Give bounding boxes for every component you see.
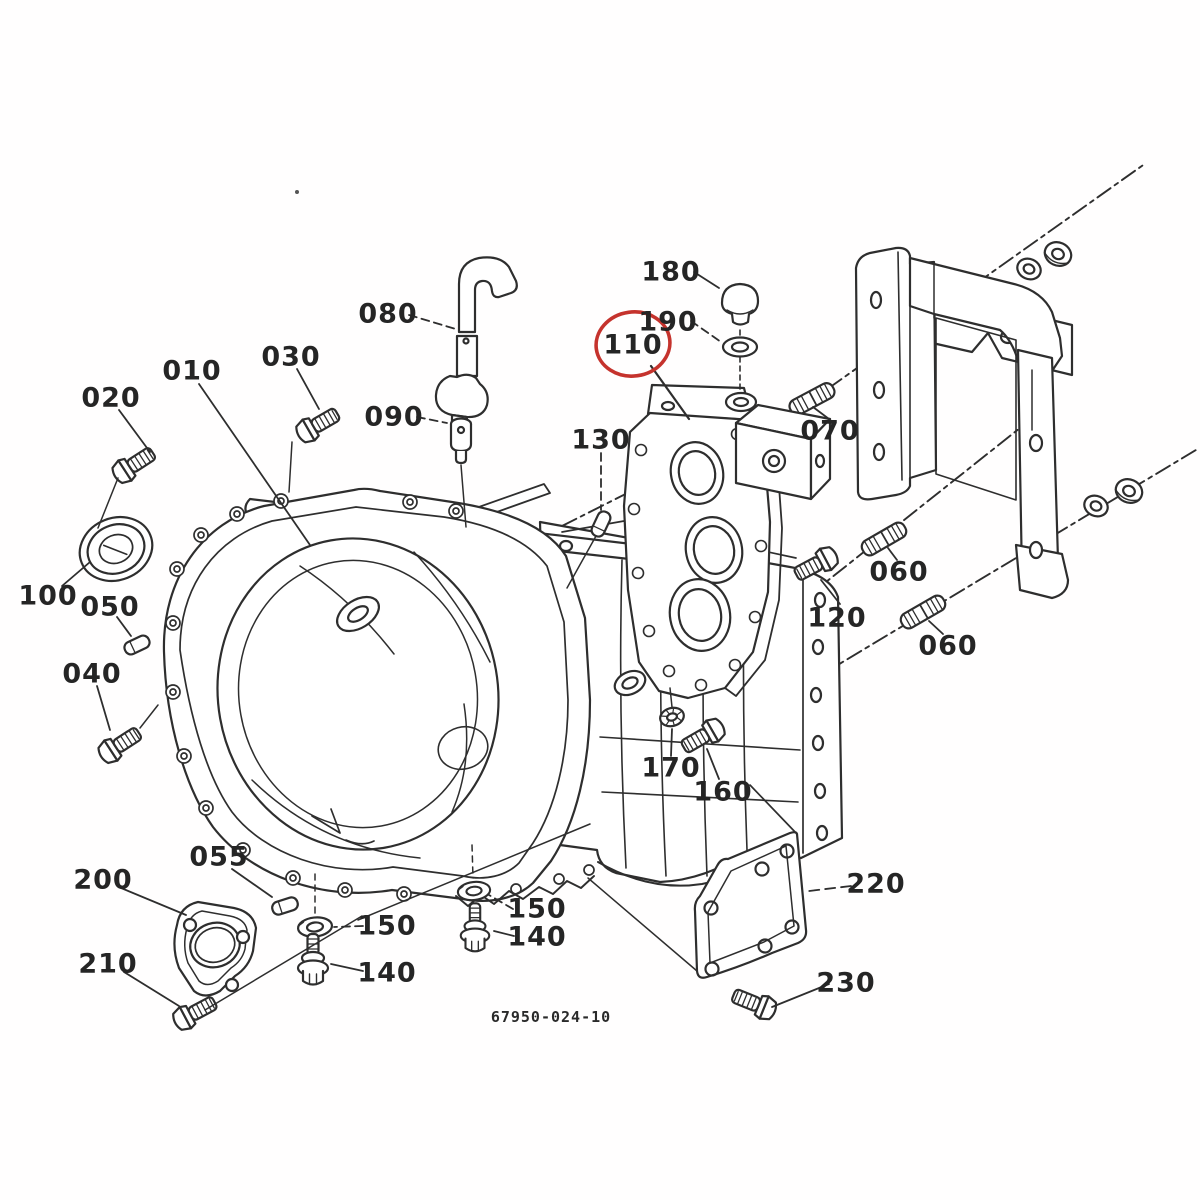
callout-040[interactable]: 040 [62,658,122,690]
callout-060-upper[interactable]: 060 [869,556,929,588]
drawing-number: 67950-024-10 [490,1008,612,1026]
part-gear-case-cover [622,383,832,700]
callout-leader-lines [61,271,944,1011]
part-support-bracket [854,246,1074,600]
callout-130[interactable]: 130 [571,424,631,456]
part-plug-washer [721,329,759,393]
part-bearing-flange [173,900,258,997]
callout-200[interactable]: 200 [73,864,133,896]
part-pin-055 [269,894,301,918]
part-bolt-210 [168,990,222,1035]
callout-190[interactable]: 190 [638,306,698,338]
part-bolt-140-right [459,902,491,953]
callout-150-right[interactable]: 150 [507,893,567,925]
callout-210[interactable]: 210 [78,948,138,980]
callout-060-lower[interactable]: 060 [918,630,978,662]
part-pin-050 [121,632,153,658]
part-filler-plug [720,282,760,326]
scan-speck [295,190,299,194]
part-bolt-230 [727,982,781,1025]
callout-030[interactable]: 030 [261,341,321,373]
part-breather-pipe [434,256,518,433]
callout-160[interactable]: 160 [693,776,753,808]
part-transmission-case [471,520,844,887]
callout-140-right[interactable]: 140 [507,921,567,953]
callout-050[interactable]: 050 [80,591,140,623]
highlight-circle-110 [594,310,672,378]
callout-150-left[interactable]: 150 [357,910,417,942]
part-breather-joint [449,417,473,528]
callout-010[interactable]: 010 [162,355,222,387]
callout-090[interactable]: 090 [364,401,424,433]
part-bolt-040 [93,721,147,768]
callout-055[interactable]: 055 [189,841,249,873]
callout-020[interactable]: 020 [81,382,141,414]
callout-180[interactable]: 180 [641,256,701,288]
callout-120[interactable]: 120 [807,602,867,634]
callout-100[interactable]: 100 [18,580,78,612]
callout-230[interactable]: 230 [816,967,876,999]
callout-110[interactable]: 110 [603,329,663,361]
callout-070[interactable]: 070 [800,415,860,447]
part-oil-seal [78,515,154,583]
part-clutch-housing [162,487,595,907]
part-bolt-030 [291,402,345,448]
part-stud-060-lower [897,591,949,633]
callout-080[interactable]: 080 [358,298,418,330]
callout-140-left[interactable]: 140 [357,957,417,989]
callout-220[interactable]: 220 [846,868,906,900]
part-bolt-140-left [296,932,330,986]
part-stud-060-upper [858,518,910,560]
callout-170[interactable]: 170 [641,752,701,784]
